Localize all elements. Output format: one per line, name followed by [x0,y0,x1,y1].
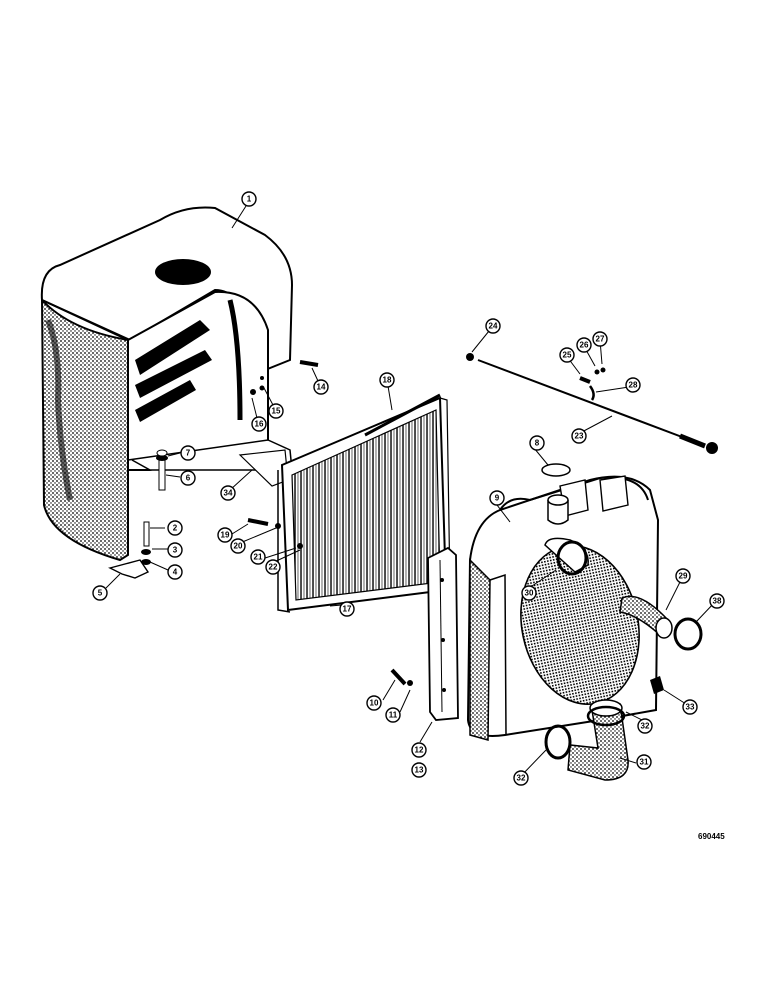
callout-12: 12 [411,742,427,758]
svg-text:21: 21 [254,553,263,562]
callout-6: 6 [180,470,196,486]
callout-10: 10 [366,695,382,711]
callout-11: 11 [385,707,401,723]
svg-text:1: 1 [247,195,252,204]
callout-16: 16 [251,416,267,432]
svg-text:25: 25 [563,351,572,360]
callout-5: 5 [92,585,108,601]
svg-text:20: 20 [234,542,243,551]
svg-text:27: 27 [596,335,605,344]
svg-text:5: 5 [98,589,103,598]
svg-text:28: 28 [629,381,638,390]
svg-text:38: 38 [713,597,722,606]
svg-text:9: 9 [495,494,500,503]
svg-text:18: 18 [383,376,392,385]
callout-15: 15 [268,403,284,419]
svg-text:26: 26 [580,341,589,350]
callout-19: 19 [217,527,233,543]
callout-17: 17 [339,601,355,617]
svg-text:8: 8 [535,439,540,448]
callout-8: 8 [529,435,545,451]
callout-33: 33 [682,699,698,715]
side-bracket [390,546,459,721]
svg-text:11: 11 [389,711,398,720]
svg-text:2: 2 [173,524,178,533]
callout-32-upper: 32 [637,718,653,734]
shroud-assembly [40,206,319,579]
svg-text:30: 30 [525,589,534,598]
radiator-assembly [466,463,703,781]
callout-13: 13 [411,762,427,778]
drawing-reference-code: 690445 [698,832,725,841]
svg-text:16: 16 [255,420,264,429]
callout-34: 34 [220,485,236,501]
callout-25: 25 [559,347,575,363]
callout-38: 38 [709,593,725,609]
callout-30: 30 [521,585,537,601]
svg-text:4: 4 [173,568,178,577]
callout-9: 9 [489,490,505,506]
callout-26: 26 [576,337,592,353]
callout-31: 31 [636,754,652,770]
svg-text:15: 15 [272,407,281,416]
callout-7: 7 [180,445,196,461]
callout-23: 23 [571,428,587,444]
svg-text:13: 13 [415,766,424,775]
svg-text:6: 6 [186,474,191,483]
svg-text:32: 32 [641,722,650,731]
callout-18: 18 [379,372,395,388]
svg-text:14: 14 [317,383,326,392]
svg-text:23: 23 [575,432,584,441]
svg-text:33: 33 [686,703,695,712]
callout-32-lower: 32 [513,770,529,786]
radiator-screen-assembly [247,393,451,613]
callout-20: 20 [230,538,246,554]
callout-4: 4 [167,564,183,580]
svg-text:3: 3 [173,546,178,555]
svg-text:22: 22 [269,563,278,572]
svg-text:17: 17 [343,605,352,614]
svg-text:32: 32 [517,774,526,783]
overflow-rod-assembly [466,353,718,454]
svg-text:24: 24 [489,322,498,331]
svg-text:31: 31 [640,758,649,767]
callout-28: 28 [625,377,641,393]
callout-24: 24 [485,318,501,334]
callout-27: 27 [592,331,608,347]
callout-29: 29 [675,568,691,584]
svg-text:10: 10 [370,699,379,708]
callout-21: 21 [250,549,266,565]
svg-text:19: 19 [221,531,230,540]
callout-1: 1 [241,191,257,207]
svg-text:29: 29 [679,572,688,581]
callout-22: 22 [265,559,281,575]
callout-3: 3 [167,542,183,558]
callout-balloons: 1 2 3 4 5 6 7 8 9 10 11 12 13 14 15 16 1… [92,191,725,786]
svg-text:7: 7 [186,449,191,458]
callout-2: 2 [167,520,183,536]
svg-text:12: 12 [415,746,424,755]
callout-14: 14 [313,379,329,395]
svg-text:34: 34 [224,489,233,498]
